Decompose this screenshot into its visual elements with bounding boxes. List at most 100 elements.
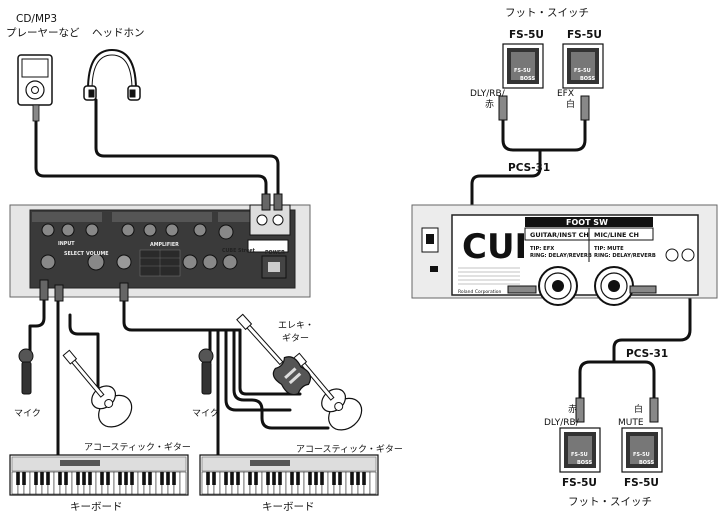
footswitch-top-title: フット・スイッチ: [505, 7, 589, 19]
black-key: [278, 472, 282, 485]
keyboard-2-label: キーボード: [262, 501, 315, 513]
black-key: [206, 472, 210, 485]
cd-mp3-player: [17, 54, 53, 122]
black-key: [88, 472, 92, 485]
rear-tip-right: TIP: MUTE: [594, 246, 624, 252]
fs-bottom-left-model: FS-5U: [562, 477, 597, 489]
acoustic-guitar-1-label: アコースティック・ギター: [84, 442, 191, 453]
keyboard-2: [199, 454, 379, 496]
footswitch-bottom-left: [559, 427, 601, 473]
black-key: [320, 472, 324, 485]
bottom-plug-right-label: MUTE: [618, 418, 644, 428]
cable-bottom-fs-red: [578, 360, 616, 402]
fs-top-left-pedal-text: FS-5U: [514, 68, 531, 74]
fs-top-right-pedal-text: FS-5U: [574, 68, 591, 74]
cable-top-fs-white: [538, 118, 587, 152]
black-key: [296, 472, 300, 485]
front-input-label: INPUT: [58, 241, 75, 247]
black-key: [230, 472, 234, 485]
black-key: [22, 472, 26, 485]
black-key: [314, 472, 318, 485]
acoustic-guitar-1: [62, 349, 133, 428]
amp-plugs: [39, 193, 283, 302]
cable-input2-electric: [232, 328, 330, 430]
black-key: [254, 472, 258, 485]
black-key: [248, 472, 252, 485]
black-key: [106, 472, 110, 485]
fs-bottom-left-pedal-text: FS-5U: [571, 452, 588, 458]
bottom-plug-left-color: 赤: [568, 404, 577, 415]
footswitch-top-right: [562, 43, 604, 89]
acoustic-guitar-2: [292, 352, 363, 431]
black-key: [332, 472, 336, 485]
front-power-label: POWER: [265, 250, 285, 256]
black-key: [224, 472, 228, 485]
black-key: [212, 472, 216, 485]
black-key: [46, 472, 50, 485]
footswitch-bottom-title: フット・スイッチ: [568, 496, 652, 508]
black-key: [160, 472, 164, 485]
front-brand-label: CUBE Street: [222, 248, 256, 254]
black-key: [362, 472, 366, 485]
fs-bottom-right-pedal-text: FS-5U: [633, 452, 650, 458]
black-key: [16, 472, 20, 485]
headphones: [83, 48, 141, 101]
microphone-2: [198, 348, 214, 395]
rear-tip-left: TIP: EFX: [530, 246, 554, 252]
electric-guitar-label-line1: エレキ・: [278, 321, 314, 331]
black-key: [290, 472, 294, 485]
cable-input1-acoustic: [68, 313, 100, 402]
black-key: [350, 472, 354, 485]
fs-bottom-left-boss: BOSS: [577, 460, 592, 466]
black-key: [148, 472, 152, 485]
top-plug-right-label: EFX: [557, 89, 574, 99]
black-key: [100, 472, 104, 485]
amp-rear-panel: [411, 204, 718, 306]
black-key: [166, 472, 170, 485]
rear-mic-ch: MIC/LINE CH: [594, 231, 639, 239]
front-select-label: SELECT: [64, 251, 85, 257]
rear-ring-right: RING: DELAY/REVERB: [594, 253, 656, 259]
bottom-fs-plugs: [575, 397, 659, 423]
cable-bottom-label: PCS-31: [626, 348, 668, 360]
black-key: [142, 472, 146, 485]
amp-front-panel: [9, 204, 311, 298]
black-key: [118, 472, 122, 485]
black-key: [172, 472, 176, 485]
black-key: [338, 472, 342, 485]
fs-bottom-right-model: FS-5U: [624, 477, 659, 489]
cable-input2-main: [122, 298, 242, 332]
footswitch-bottom-right: [621, 427, 663, 473]
fs-top-right-boss: BOSS: [580, 76, 595, 82]
black-key: [130, 472, 134, 485]
cable-bottom-fs-white: [612, 360, 656, 402]
fs-top-left-model: FS-5U: [509, 29, 544, 41]
white-key: [369, 471, 377, 495]
fs-top-right-model: FS-5U: [567, 29, 602, 41]
black-key: [64, 472, 68, 485]
rear-logo: CUI: [462, 227, 527, 267]
black-key: [124, 472, 128, 485]
front-amplifier-label: AMPLIFIER: [150, 242, 179, 248]
top-plug-left-color: 赤: [485, 99, 494, 110]
black-key: [356, 472, 360, 485]
fs-bottom-right-boss: BOSS: [639, 460, 654, 466]
black-key: [76, 472, 80, 485]
cable-input1-mic: [28, 298, 46, 357]
bottom-plug-left-label: DLY/RB/: [544, 418, 580, 428]
electric-guitar: [236, 313, 311, 396]
microphone-1: [18, 348, 34, 395]
cable-input2-acoustic: [224, 328, 292, 412]
fs-top-left-boss: BOSS: [520, 76, 535, 82]
rear-ring-left: RING: DELAY/REVERB: [530, 253, 592, 259]
electric-guitar-label-line2: ギター: [282, 333, 309, 344]
black-key: [266, 472, 270, 485]
keyboard-1: [9, 454, 189, 496]
headphones-label: ヘッドホン: [92, 27, 145, 39]
cable-headphones-to-phones: [94, 98, 280, 210]
mic-2-label: マイク: [192, 408, 219, 419]
black-key: [82, 472, 86, 485]
black-key: [34, 472, 38, 485]
cd-mp3-label-line1: CD/MP3: [16, 13, 57, 25]
